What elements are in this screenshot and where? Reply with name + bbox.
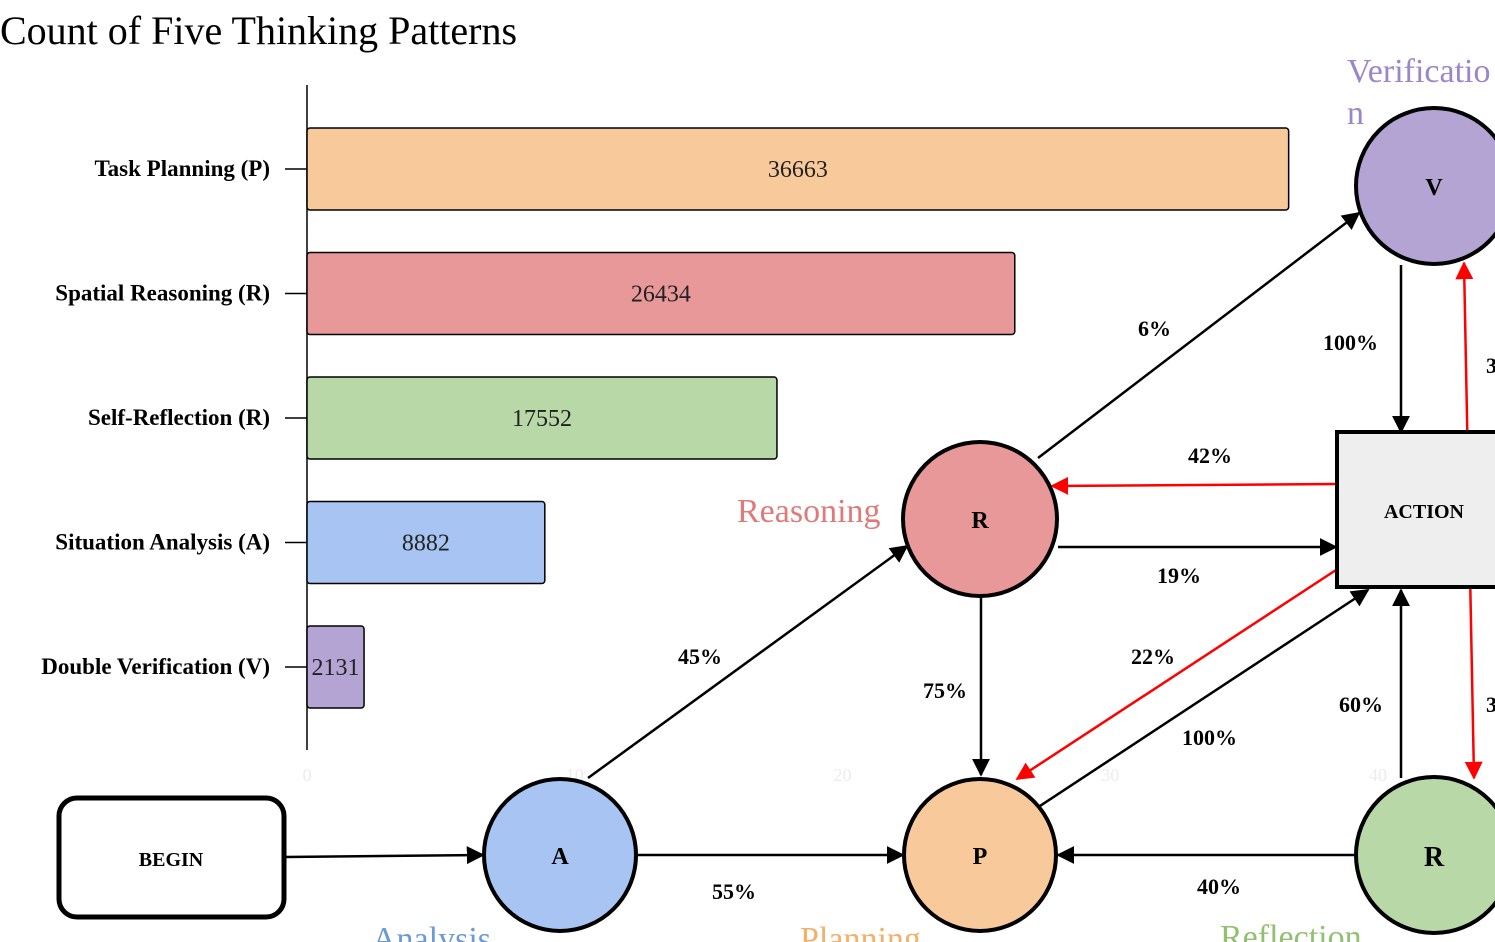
data-label-4: 8882 — [402, 531, 450, 557]
label-right-top: 3 — [1486, 353, 1495, 378]
action-label: ACTION — [1384, 501, 1465, 523]
y-tick-label-1: Task Planning (P) — [94, 156, 270, 181]
edge-action-to-p — [1015, 568, 1337, 781]
data-label-5: 2131 — [312, 655, 360, 681]
action-node — [1335, 430, 1495, 589]
y-tick-label-5: Double Verification (V) — [41, 654, 270, 679]
label-right-bottom: 3 — [1486, 692, 1495, 717]
caption-verification-line1: Verificatio — [1347, 53, 1491, 90]
data-label-3: 17552 — [512, 406, 572, 432]
diagram-nodes: BEGIN A R P V R ACTION — [56, 106, 1495, 935]
chart-title: Count of Five Thinking Patterns — [0, 8, 517, 53]
x-tick-label-5: 40 — [1369, 765, 1387, 785]
caption-reflection: Reflection — [1220, 919, 1362, 942]
analysis-node-letter: A — [551, 844, 569, 870]
x-tick-label-3: 20 — [834, 765, 852, 785]
edge-action-to-r — [1050, 476, 1337, 495]
reasoning-node — [901, 440, 1059, 598]
data-label-2: 26434 — [631, 282, 691, 308]
edge-labels: 45% 55% 6% 75% 19% 42% 22% 100% 100% 60%… — [678, 316, 1495, 904]
edge-p-to-action — [1004, 588, 1370, 831]
label-r-to-v: 6% — [1138, 316, 1171, 341]
label-p-to-action: 100% — [1182, 725, 1237, 750]
label-reflect-to-p: 40% — [1197, 874, 1241, 899]
verification-node — [1354, 106, 1495, 266]
caption-analysis: Analysis — [372, 921, 491, 942]
label-action-to-p: 22% — [1131, 644, 1175, 669]
label-a-to-r: 45% — [678, 644, 722, 669]
y-tick-label-2: Spatial Reasoning (R) — [55, 281, 270, 306]
y-tick-label-4: Situation Analysis (A) — [55, 530, 270, 555]
y-tick-label-3: Self-Reflection (R) — [88, 405, 270, 430]
label-reflect-to-action: 60% — [1339, 692, 1383, 717]
analysis-node — [482, 777, 638, 933]
reflection-node-letter: R — [1424, 842, 1445, 873]
edge-a-to-r — [587, 544, 909, 780]
caption-planning: Planning — [800, 921, 921, 942]
label-r-to-p: 75% — [923, 678, 967, 703]
edge-r-to-v — [1037, 211, 1361, 459]
label-r-to-action: 19% — [1157, 563, 1201, 588]
data-label-1: 36663 — [768, 157, 828, 183]
x-tick-label-1: 0 — [303, 765, 312, 785]
caption-verification-line2: n — [1347, 95, 1364, 132]
reasoning-node-letter: R — [971, 508, 989, 534]
planning-node — [902, 777, 1058, 933]
label-v-to-action: 100% — [1323, 330, 1378, 355]
planning-node-letter: P — [973, 844, 988, 870]
node-captions: Analysis Reasoning Planning Verificatio … — [372, 53, 1491, 942]
x-tick-label-4: 30 — [1101, 765, 1119, 785]
caption-reasoning: Reasoning — [737, 493, 881, 530]
verification-node-letter: V — [1425, 175, 1443, 201]
diagram-edges — [284, 211, 1483, 865]
begin-label: BEGIN — [139, 849, 204, 871]
begin-node — [56, 795, 287, 920]
label-a-to-p: 55% — [712, 879, 756, 904]
edge-begin-to-a — [284, 846, 485, 865]
reflection-node — [1354, 775, 1495, 935]
bar-chart: Count of Five Thinking Patterns Task Pla… — [0, 8, 1387, 785]
label-action-to-r: 42% — [1188, 443, 1232, 468]
